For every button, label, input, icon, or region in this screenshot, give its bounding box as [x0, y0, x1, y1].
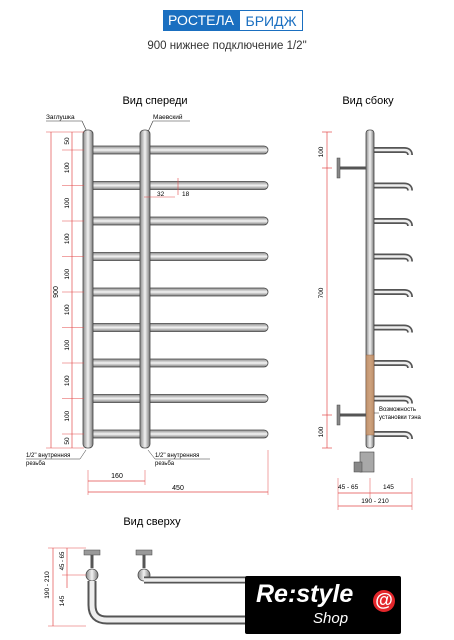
dim-axis-160: 160 — [111, 473, 123, 480]
logo-sub-text: Shop — [313, 610, 349, 627]
thread-label-right-1: 1/2'' внутренняя — [155, 453, 199, 459]
front-rung — [83, 429, 269, 439]
side-rung-highlight — [370, 219, 412, 227]
dim-chain-label: 100 — [64, 162, 71, 173]
front-rungs — [83, 145, 269, 439]
front-rung — [83, 394, 269, 403]
logo-main-text: Re:style — [256, 580, 354, 608]
dim-rung-diameter: 18 — [182, 191, 190, 198]
front-view-title: Вид спереди — [122, 95, 187, 107]
dim-width-450: 450 — [172, 485, 184, 492]
dim-chain-label: 100 — [64, 410, 71, 421]
side-dim-offset: 45 - 65 — [338, 484, 359, 491]
dim-chain-label: 100 — [64, 304, 71, 315]
side-dim-top: 100 — [318, 146, 325, 157]
left-collector — [82, 129, 94, 449]
front-rung — [83, 287, 269, 297]
plug-label: Заглушка — [46, 114, 75, 121]
valve-label: Маевский — [153, 113, 183, 121]
dim-height-900: 900 — [53, 286, 60, 298]
heater-label-1: Возможность — [379, 407, 416, 413]
thread-label-right-2: резьба — [155, 461, 175, 467]
dim-chain-label: 100 — [64, 233, 71, 244]
side-rung-highlight — [370, 290, 412, 298]
thread-label-left-2: резьба — [26, 461, 46, 467]
dim-chain-label: 50 — [64, 137, 71, 145]
dim-chain-label: 100 — [64, 197, 71, 208]
front-rung — [83, 358, 269, 368]
side-rung-highlight — [370, 184, 412, 191]
side-dim-total: 190 - 210 — [361, 498, 389, 505]
side-view-title: Вид сбоку — [342, 95, 394, 107]
side-dim-bottom: 100 — [318, 426, 325, 437]
top-dim-depth: 145 — [59, 595, 66, 606]
dim-chain-label: 50 — [64, 437, 71, 445]
front-rung — [83, 323, 269, 332]
right-collector — [139, 129, 151, 449]
side-rung-highlight — [370, 432, 412, 440]
dim-chain-label: 100 — [64, 268, 71, 279]
heater-zone — [365, 354, 375, 436]
side-rungs — [370, 147, 413, 440]
dim-rung-offset: 32 — [157, 191, 165, 198]
restyle-logo: Re:style Shop @ — [245, 576, 401, 634]
dim-chain-label: 100 — [64, 375, 71, 386]
front-rung — [83, 216, 269, 226]
at-icon: @ — [373, 590, 395, 612]
top-view-title: Вид сверху — [123, 516, 181, 528]
front-rung — [83, 181, 269, 190]
thread-label-left-1: 1/2'' внутренняя — [26, 453, 70, 459]
page-subtitle: 900 нижнее подключение 1/2" — [147, 40, 307, 52]
front-dim-chain: 50 100 100 100 100 100 100 100 100 50 — [46, 131, 84, 449]
brand-bridge: БРИДЖ — [239, 10, 303, 31]
side-dim-depth: 145 — [383, 484, 394, 491]
side-dim-mid: 700 — [318, 287, 325, 298]
top-dim-offset: 45 - 65 — [60, 551, 66, 570]
top-dim-total: 190 - 210 — [44, 571, 51, 599]
side-rung-highlight — [370, 148, 412, 156]
side-rung-highlight — [370, 397, 412, 404]
side-rung-highlight — [370, 255, 412, 262]
front-rung — [83, 145, 269, 155]
front-rung — [83, 252, 269, 261]
side-rung-highlight — [370, 361, 412, 369]
side-rung-highlight — [370, 326, 412, 333]
heater-label-2: установки тэна — [379, 415, 422, 421]
brand-rostela: РОСТЕЛА — [163, 10, 239, 31]
dim-chain-label: 100 — [64, 339, 71, 350]
